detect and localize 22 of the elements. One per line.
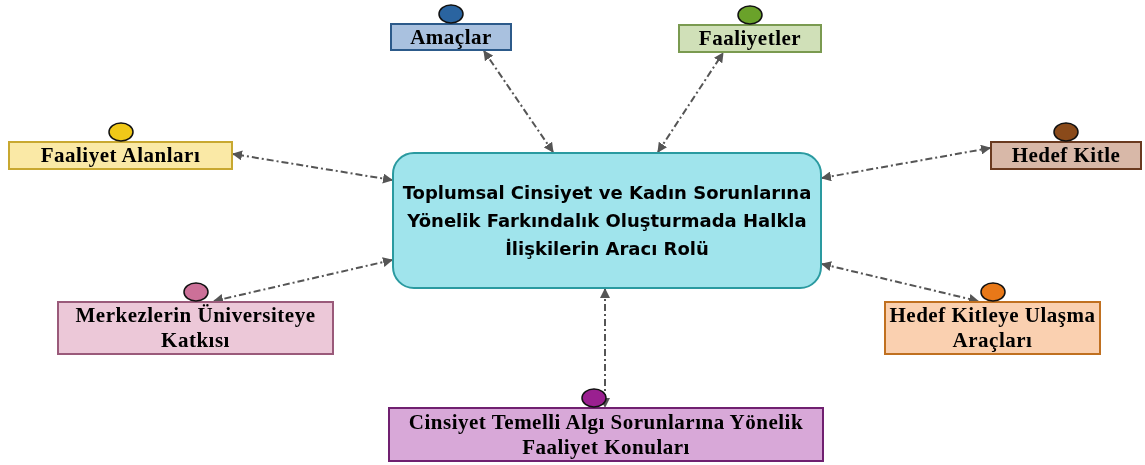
topic-label: Hedef Kitle (1011, 143, 1121, 168)
connector-arrow (657, 52, 724, 153)
topic-label: Faaliyetler (698, 26, 802, 51)
topic-box (388, 407, 824, 462)
connector-arrow (232, 150, 393, 184)
connector-arrow (821, 144, 991, 182)
topic-label: Faaliyet Alanları (40, 143, 201, 168)
topic-box (990, 141, 1142, 170)
topic-label: Amaçlar (410, 24, 492, 50)
topic-box (678, 24, 822, 53)
topic-box (8, 141, 233, 170)
topic-box (390, 23, 512, 51)
connector-arrow (483, 50, 554, 153)
connector-arrow (213, 257, 393, 304)
topic-label: Cinsiyet Temelli Algı Sorunlarına Yönelik Faaliyet Konuları (407, 409, 805, 460)
central-box (392, 152, 822, 289)
connector-arrow (600, 288, 610, 408)
topic-label: Hedef Kitleye Ulaşma Araçları (888, 303, 1097, 353)
title-text: Toplumsal Cinsiyet ve Kadın Sorunlarına Yönelik Farkındalık Oluşturmada Halkla İlişkilerin Aracı Rolü (401, 180, 813, 261)
topic-label: Merkezlerin Üniversiteye Katkısı (74, 303, 317, 353)
topic-box (57, 301, 334, 355)
connector-arrow (821, 261, 979, 304)
